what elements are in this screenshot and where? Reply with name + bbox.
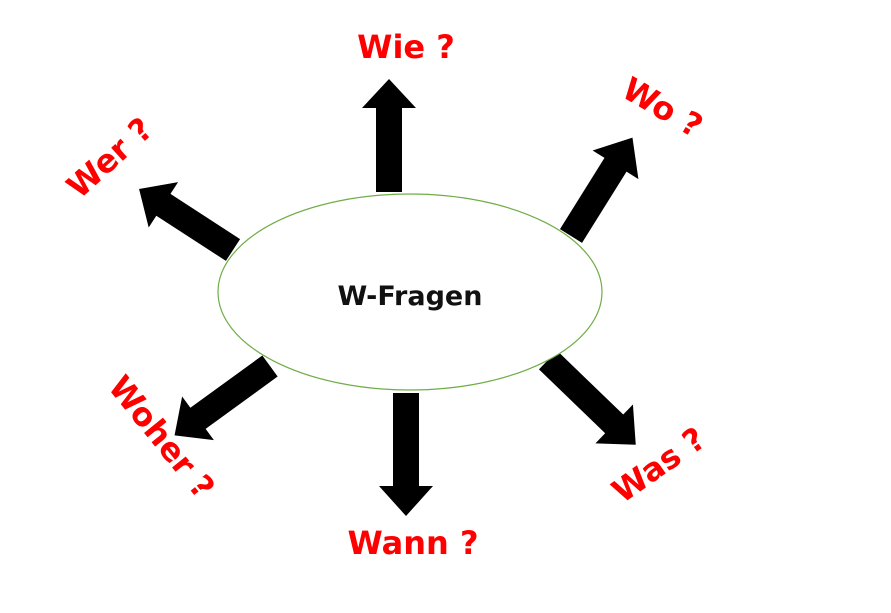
question-label-wie: Wie ? bbox=[357, 28, 455, 66]
question-label-wo: Wo ? bbox=[616, 70, 709, 146]
arrow-wie bbox=[362, 79, 416, 192]
arrow-wann bbox=[379, 393, 433, 516]
arrow-wo bbox=[559, 137, 639, 243]
question-label-wann: Wann ? bbox=[347, 524, 478, 562]
center-label: W-Fragen bbox=[338, 281, 483, 312]
arrow-was bbox=[538, 350, 636, 445]
center-ellipse bbox=[217, 193, 603, 391]
arrow-woher bbox=[174, 355, 278, 441]
arrow-wer bbox=[139, 182, 241, 261]
